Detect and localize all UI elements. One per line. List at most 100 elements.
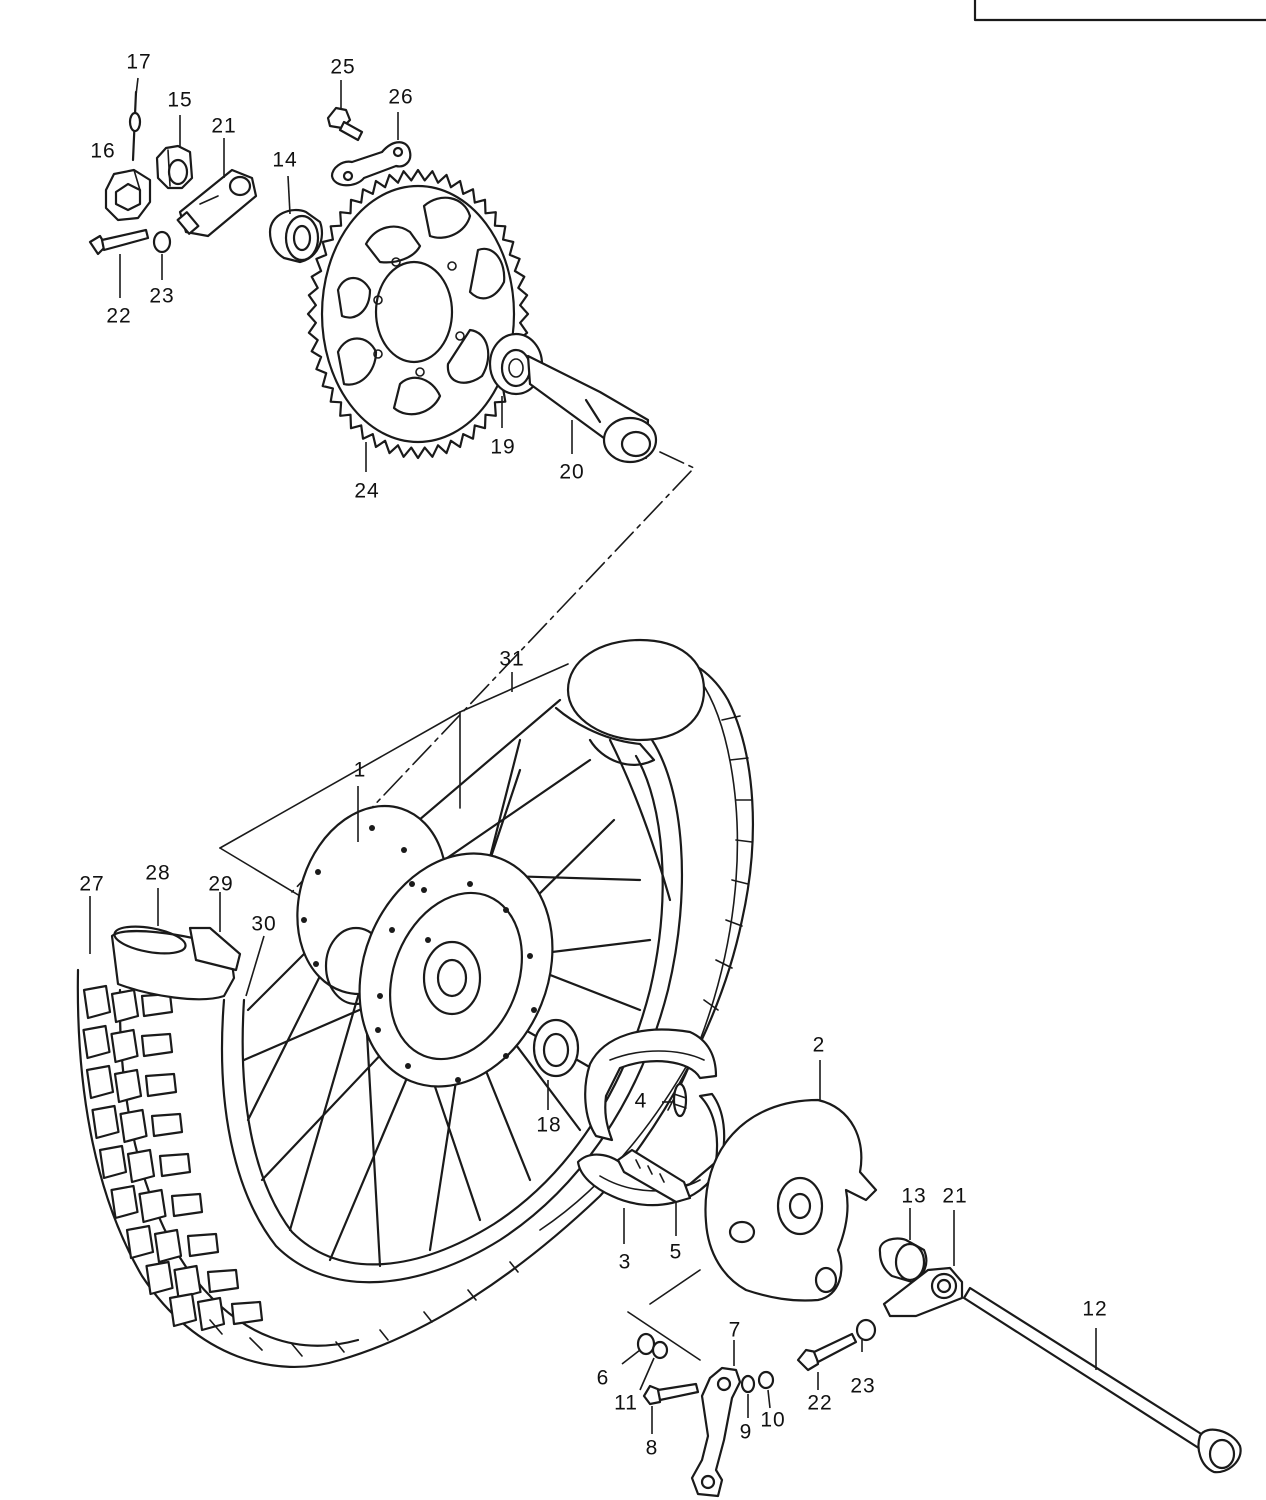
adjuster-bolt-top bbox=[88, 228, 150, 298]
tread-block bbox=[206, 1268, 240, 1294]
spoke-hole bbox=[375, 1027, 381, 1033]
callout-20: 20 bbox=[559, 460, 585, 484]
callout-23-bottom: 23 bbox=[850, 1374, 876, 1398]
adjuster-nut-bottom bbox=[855, 1318, 877, 1352]
callout-16: 16 bbox=[90, 139, 116, 163]
tread-block bbox=[145, 1260, 174, 1296]
callout-10: 10 bbox=[760, 1408, 786, 1432]
shoe-spring bbox=[662, 1082, 688, 1118]
sprocket-bolt bbox=[326, 80, 364, 142]
adjuster-nut-top bbox=[152, 230, 172, 280]
callout-24: 24 bbox=[354, 479, 380, 503]
assembly-guide-lines bbox=[219, 451, 701, 1361]
callout-3: 3 bbox=[618, 1250, 632, 1274]
axle-spacer bbox=[878, 1208, 928, 1284]
chain-adjuster-top bbox=[176, 138, 258, 238]
tread-block bbox=[138, 1188, 167, 1224]
callout-21-bottom: 21 bbox=[942, 1184, 968, 1208]
lever-nut bbox=[757, 1370, 775, 1409]
callout-2: 2 bbox=[812, 1033, 826, 1057]
tread-block bbox=[158, 1152, 192, 1178]
callout-29: 29 bbox=[208, 872, 234, 896]
callout-26: 26 bbox=[388, 85, 414, 109]
distance-tube bbox=[526, 354, 658, 464]
callout-9: 9 bbox=[739, 1420, 753, 1444]
brake-lever bbox=[690, 1340, 742, 1498]
rear-axle bbox=[962, 1286, 1242, 1474]
tread-block bbox=[186, 1232, 220, 1258]
hub-bearing bbox=[532, 1018, 580, 1110]
washer bbox=[639, 1340, 669, 1391]
tread-block bbox=[196, 1296, 226, 1332]
spoke-hole bbox=[527, 953, 533, 959]
hex-nut bbox=[104, 168, 152, 222]
callout-31: 31 bbox=[499, 647, 525, 671]
tread-block bbox=[82, 1024, 111, 1060]
callout-25: 25 bbox=[330, 55, 356, 79]
callout-18: 18 bbox=[536, 1113, 562, 1137]
rear-wheel bbox=[76, 638, 754, 1368]
callout-13: 13 bbox=[901, 1184, 927, 1208]
spoke-hole bbox=[503, 907, 509, 913]
callout-27: 27 bbox=[79, 872, 105, 896]
spoke-hole bbox=[369, 825, 375, 831]
callout-21: 21 bbox=[211, 114, 237, 138]
o-ring bbox=[621, 1332, 656, 1365]
callout-11: 11 bbox=[614, 1391, 638, 1415]
callout-7: 7 bbox=[728, 1318, 742, 1342]
tube-flap bbox=[188, 892, 242, 972]
rear-sprocket bbox=[306, 168, 530, 472]
tread-block bbox=[113, 1068, 143, 1104]
callout-28: 28 bbox=[145, 861, 171, 885]
callout-22-bottom: 22 bbox=[807, 1391, 833, 1415]
tread-block bbox=[82, 984, 112, 1020]
callout-6: 6 bbox=[596, 1366, 610, 1390]
spoke-hole bbox=[425, 937, 431, 943]
callout-30: 30 bbox=[251, 912, 277, 936]
spoke-hole bbox=[409, 881, 415, 887]
spacer bbox=[268, 175, 324, 264]
tread-block bbox=[91, 1104, 120, 1140]
tire-tread bbox=[82, 984, 264, 1332]
tread-block bbox=[125, 1224, 155, 1260]
callout-23: 23 bbox=[149, 284, 175, 308]
adjuster-bolt-bottom bbox=[796, 1332, 858, 1390]
callout-19: 19 bbox=[490, 435, 516, 459]
spoke-hole bbox=[389, 927, 395, 933]
spoke-hole bbox=[405, 1063, 411, 1069]
spoke-hole bbox=[455, 1077, 461, 1083]
callout-5: 5 bbox=[669, 1240, 683, 1264]
tread-block bbox=[140, 1032, 174, 1058]
chain-adjuster-bottom bbox=[882, 1210, 964, 1318]
callout-22: 22 bbox=[106, 304, 132, 328]
tread-block bbox=[98, 1144, 128, 1180]
brake-panel bbox=[704, 1060, 878, 1302]
spoke-hole bbox=[313, 961, 319, 967]
tread-block bbox=[153, 1228, 183, 1264]
tread-block bbox=[144, 1072, 178, 1098]
callout-17: 17 bbox=[126, 50, 152, 74]
spoke-hole bbox=[421, 887, 427, 893]
tread-block bbox=[126, 1148, 156, 1184]
frame-corner bbox=[973, 0, 1266, 22]
tread-block bbox=[110, 1184, 139, 1220]
tread-block bbox=[85, 1064, 115, 1100]
brake-cam bbox=[616, 1148, 692, 1236]
hub-spoke-holes bbox=[301, 825, 537, 1083]
lock-plate bbox=[330, 112, 412, 187]
tread-block bbox=[119, 1108, 148, 1144]
callout-1: 1 bbox=[353, 758, 367, 782]
callout-15: 15 bbox=[167, 88, 193, 112]
tread-block bbox=[168, 1292, 198, 1328]
spoke-hole bbox=[315, 869, 321, 875]
callout-14: 14 bbox=[272, 148, 298, 172]
spoke-hole bbox=[503, 1053, 509, 1059]
tread-block bbox=[170, 1192, 204, 1218]
lever-bolt bbox=[642, 1382, 700, 1434]
leader-30 bbox=[245, 935, 265, 997]
cotter-pin bbox=[128, 77, 142, 162]
callout-8: 8 bbox=[645, 1436, 659, 1460]
tread-block bbox=[110, 1028, 139, 1064]
